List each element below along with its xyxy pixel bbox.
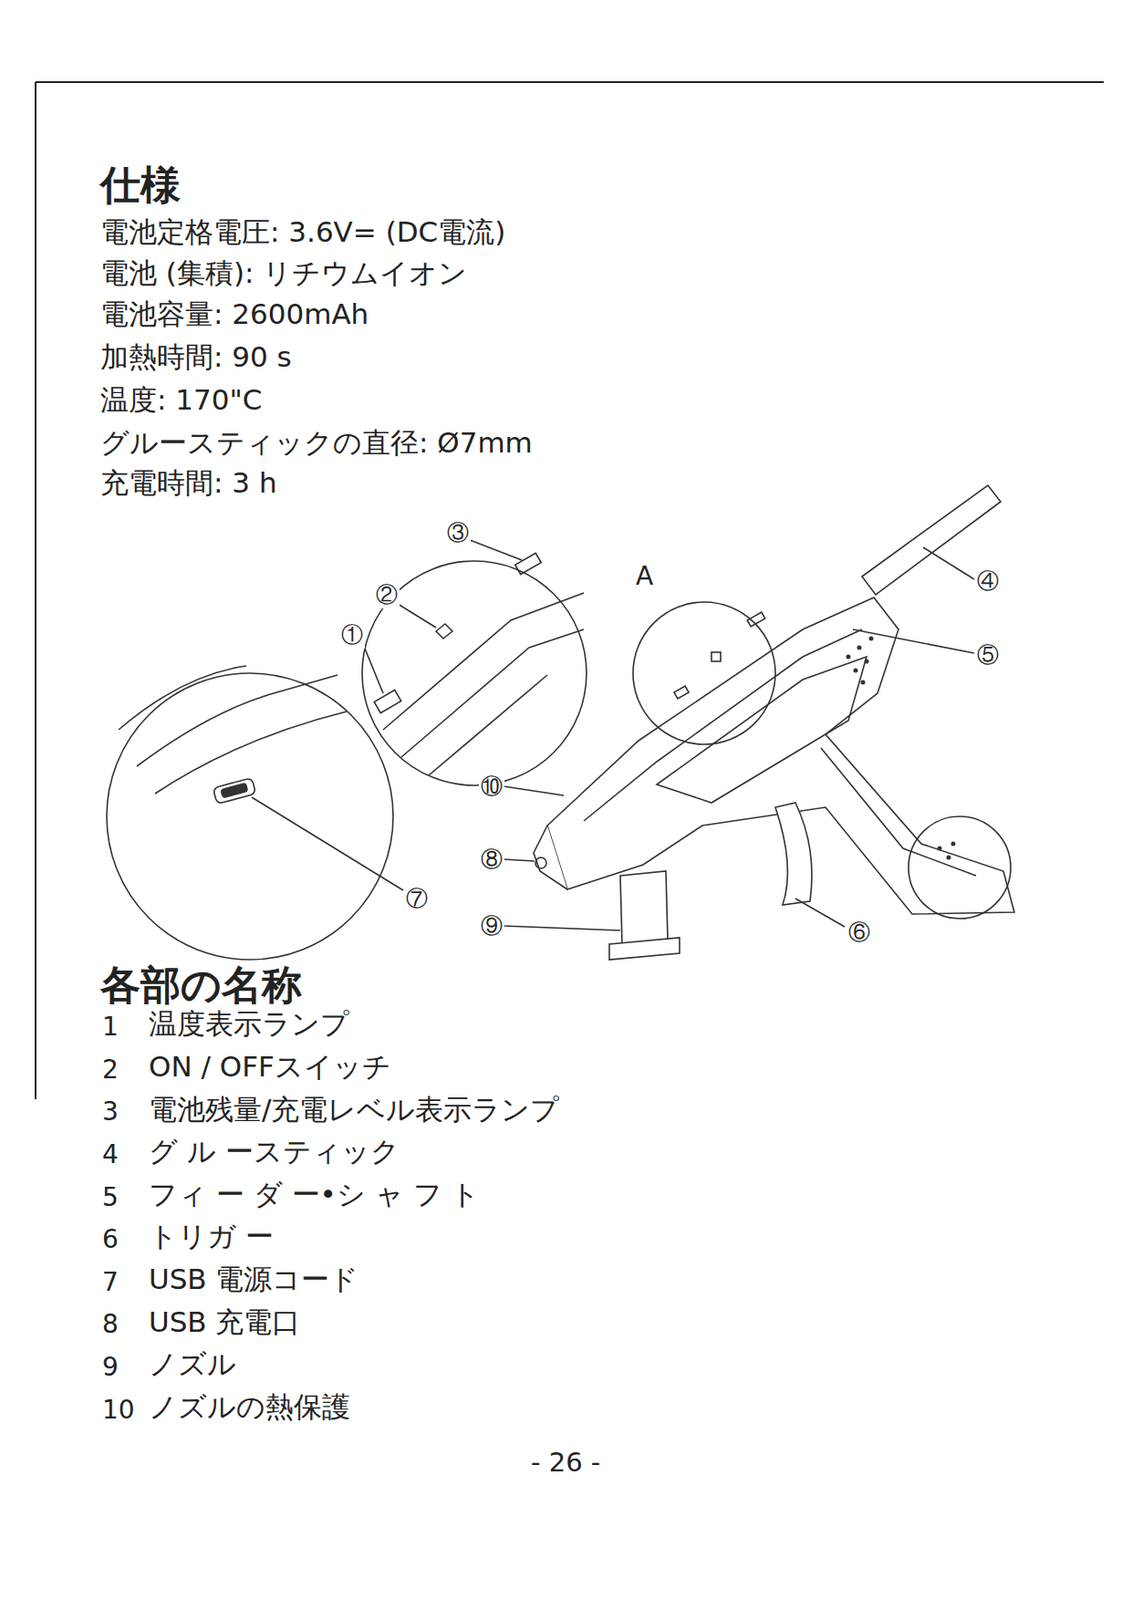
part-name: ON / OFFスイッチ bbox=[148, 1049, 392, 1084]
callout-number: ⑥ bbox=[846, 919, 873, 946]
item-number: 7 bbox=[102, 1267, 119, 1299]
part-name: フィ ー ダ ー•シ ャ フ ト bbox=[148, 1177, 480, 1212]
item-number: 4 bbox=[102, 1139, 119, 1171]
part-name: トリガ ー bbox=[148, 1219, 274, 1254]
section-heading: 各部の名称 bbox=[100, 961, 302, 1010]
glue-gun-drawing bbox=[106, 485, 1015, 960]
part-name: 電池残量/充電レベル表示ランプ bbox=[148, 1092, 560, 1127]
zoom-label: A bbox=[633, 560, 655, 592]
item-number: 9 bbox=[102, 1351, 119, 1383]
part-name: ノズルの熱保護 bbox=[148, 1390, 351, 1424]
page-border bbox=[35, 81, 1104, 84]
part-name: グ ル ースティック bbox=[148, 1134, 400, 1169]
page-border bbox=[34, 82, 37, 1100]
callout-number: ⑩ bbox=[478, 773, 505, 800]
part-name: 温度表示ランプ bbox=[148, 1007, 350, 1041]
section-heading: 仕様 bbox=[100, 161, 181, 210]
callout-number: ⑤ bbox=[975, 642, 1001, 669]
item-number: 8 bbox=[102, 1308, 119, 1340]
part-name: USB 充電口 bbox=[148, 1305, 302, 1340]
item-number: 1 bbox=[102, 1011, 119, 1043]
page-number: - 26 - bbox=[530, 1446, 601, 1479]
callout-number: ① bbox=[339, 622, 365, 649]
spec-line: 温度: 170"C bbox=[100, 383, 262, 417]
item-number: 2 bbox=[102, 1054, 119, 1086]
part-name: ノズル bbox=[148, 1347, 237, 1382]
item-number: 6 bbox=[102, 1224, 119, 1256]
callout-number: ⑧ bbox=[478, 846, 505, 873]
item-number: 3 bbox=[102, 1096, 119, 1128]
spec-line: 加熱時間: 90 s bbox=[100, 340, 292, 374]
spec-line: 充電時間: 3 h bbox=[100, 466, 278, 500]
callout-number: ④ bbox=[975, 568, 1001, 595]
item-number: 5 bbox=[102, 1182, 119, 1214]
spec-line: 電池定格電圧: 3.6V= (DC電流) bbox=[100, 215, 506, 250]
part-name: USB 電源コード bbox=[148, 1262, 360, 1297]
spec-line: 電池 (集積): リチウムイオン bbox=[100, 256, 468, 291]
item-number: 10 bbox=[102, 1394, 136, 1426]
spec-line: グルースティックの直径: Ø7mm bbox=[100, 425, 533, 460]
callout-number: ③ bbox=[445, 519, 471, 547]
callout-number: ⑨ bbox=[478, 913, 505, 940]
spec-line: 電池容量: 2600mAh bbox=[100, 297, 369, 332]
callout-number: ② bbox=[373, 581, 400, 609]
callout-number: ⑦ bbox=[404, 885, 430, 913]
